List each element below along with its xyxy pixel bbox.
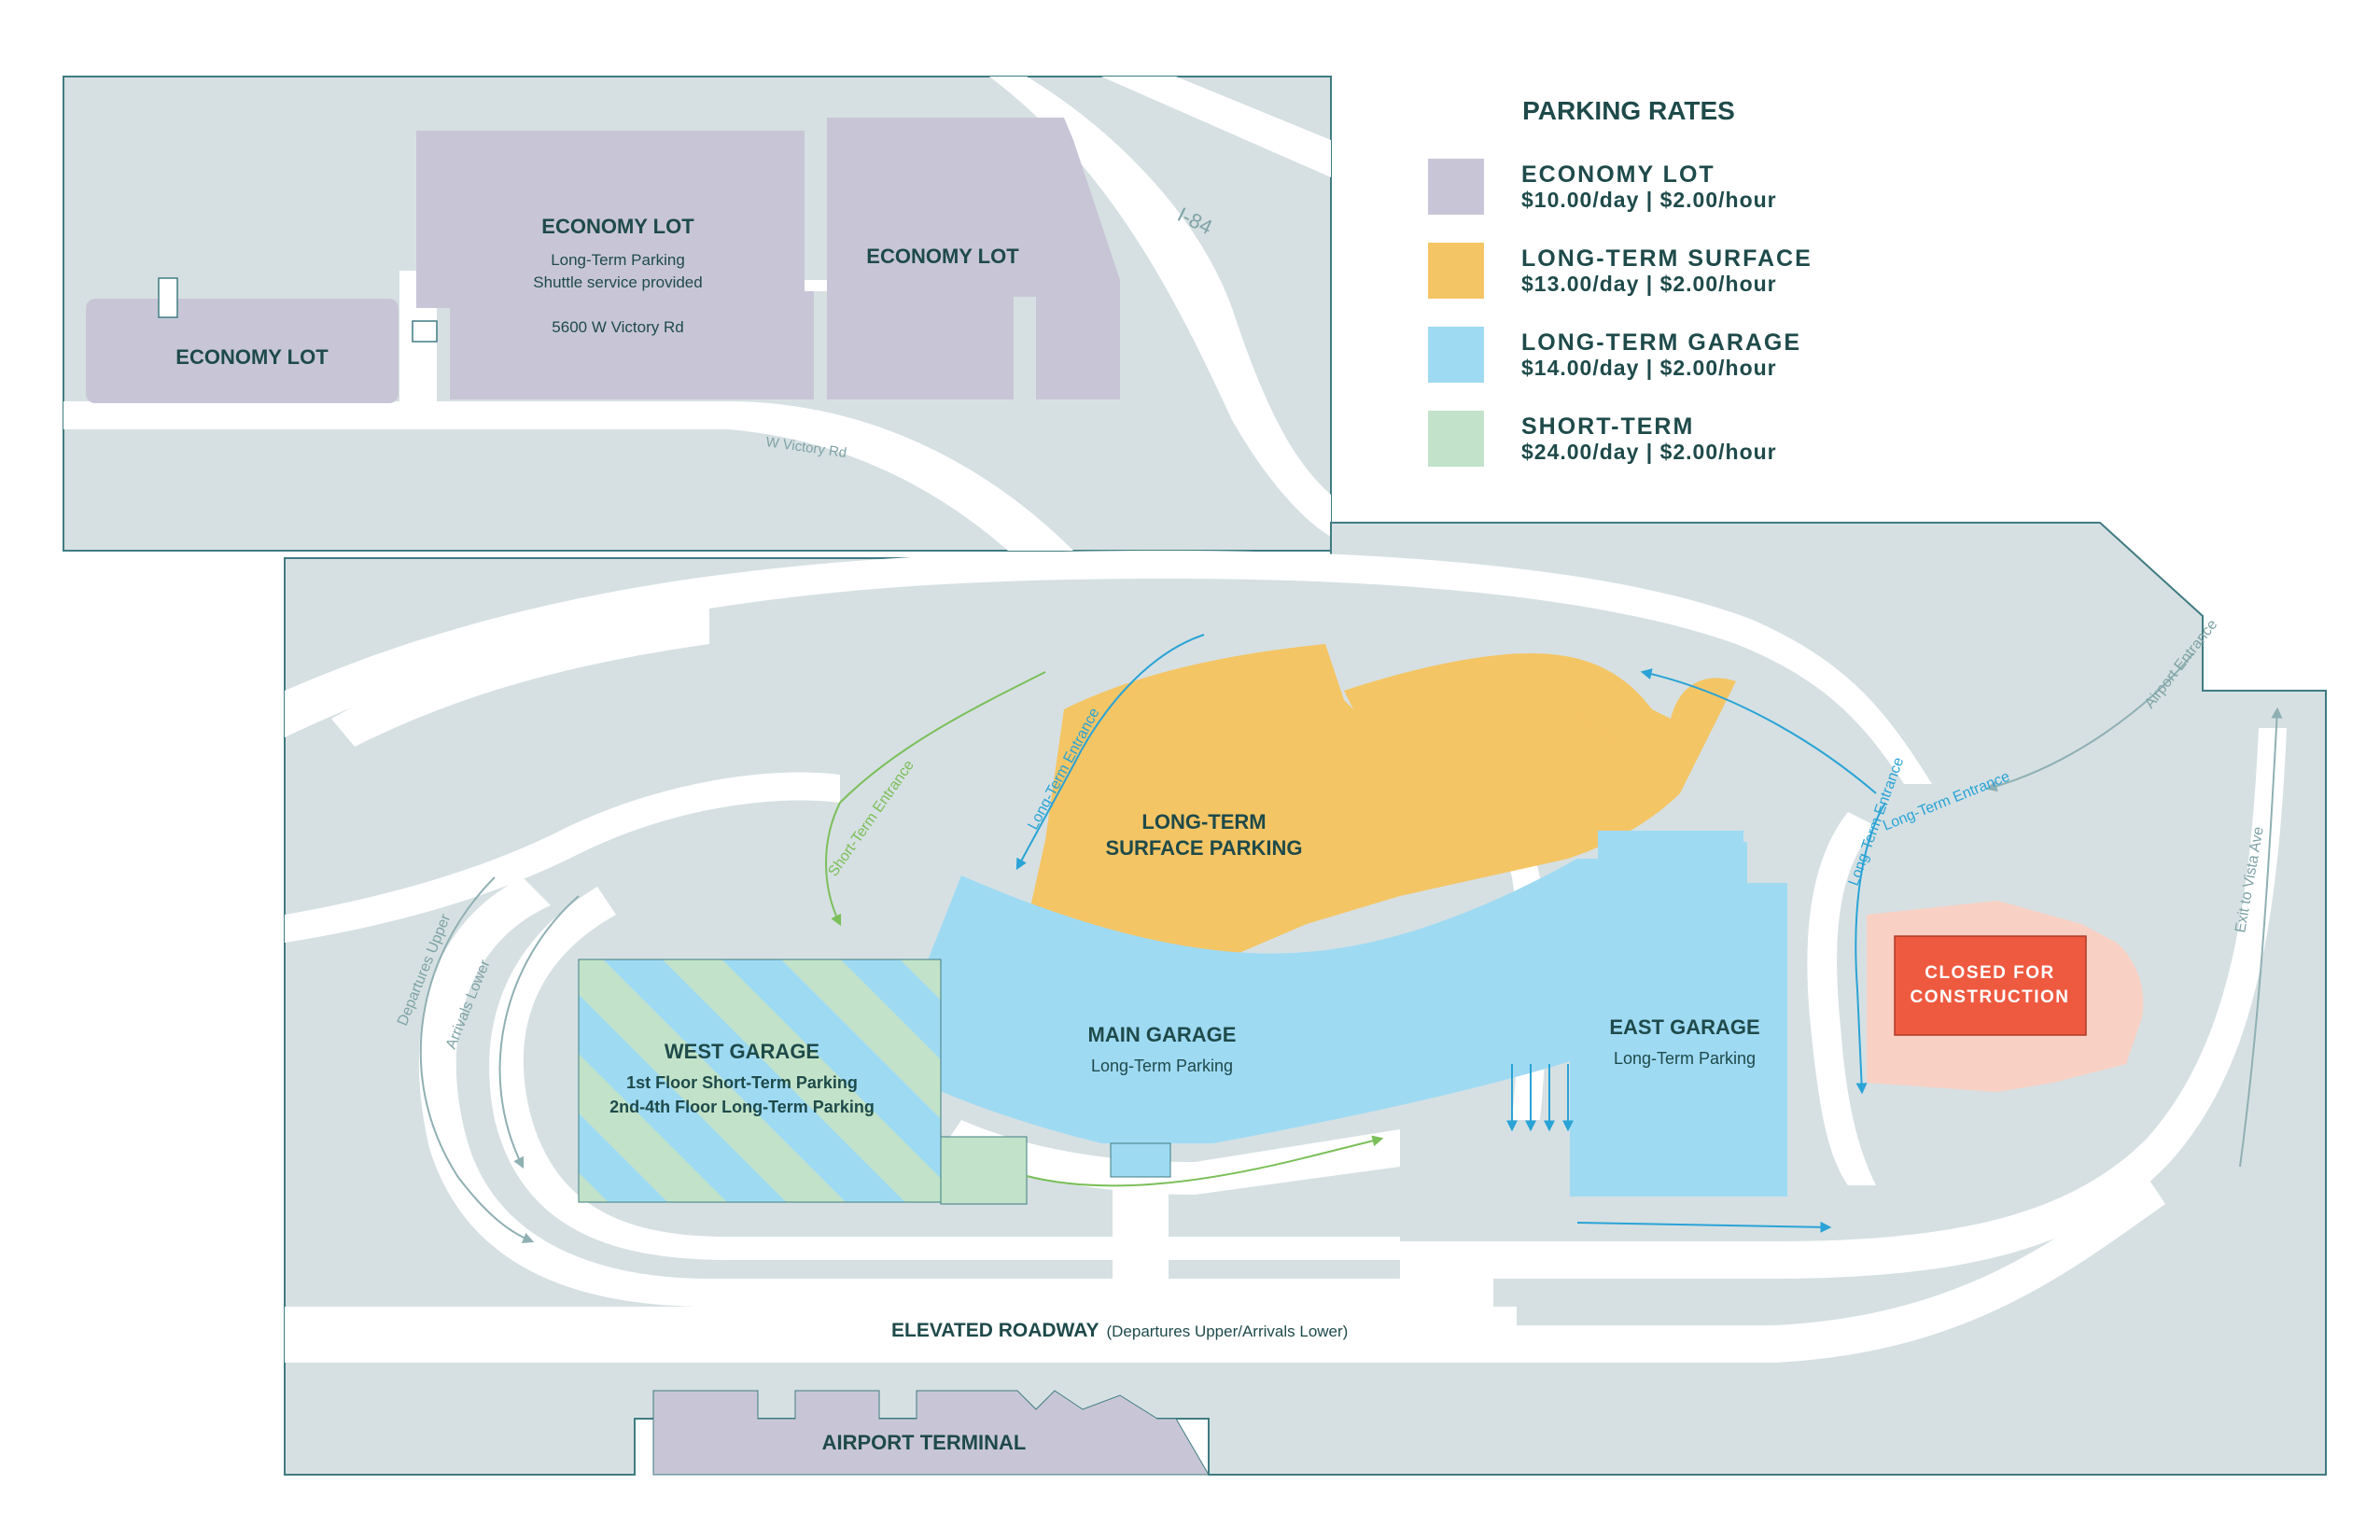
elevated-roadway-title: ELEVATED ROADWAY (Departures Upper/Arriva… xyxy=(891,1320,1348,1341)
legend-short-term-rate: $24.00/day | $2.00/hour xyxy=(1521,440,1777,464)
legend-swatch-short-term xyxy=(1428,411,1484,467)
economy-lot-east xyxy=(827,118,1120,399)
arrow-departures-upper xyxy=(419,876,535,1244)
west-garage-line1: 1st Floor Short-Term Parking xyxy=(626,1073,858,1092)
economy-inset: ECONOMY LOT ECONOMY LOT Long-Term Parkin… xyxy=(63,76,1332,552)
closed-label-line2: CONSTRUCTION xyxy=(1910,987,2069,1007)
airport-terminal-label: AIRPORT TERMINAL xyxy=(822,1431,1027,1454)
legend-economy-rate: $10.00/day | $2.00/hour xyxy=(1521,188,1777,212)
economy-lot-center-line1: Long-Term Parking xyxy=(551,251,685,269)
legend-title: PARKING RATES xyxy=(1522,96,1735,125)
legend-swatch-garage xyxy=(1428,327,1484,383)
arrow-arrivals-lower xyxy=(498,895,580,1169)
main-garage-sub: Long-Term Parking xyxy=(1091,1057,1233,1075)
main-garage xyxy=(887,859,1689,1143)
i84-road xyxy=(1101,77,1331,177)
short-term-lot xyxy=(940,1136,1028,1205)
elevated-roadway-sub: (Departures Upper/Arrivals Lower) xyxy=(1106,1323,1348,1340)
west-garage xyxy=(578,959,942,1203)
inset-building-1 xyxy=(158,277,178,318)
south-approach-road xyxy=(1493,1176,2165,1363)
west-garage-line2: 2nd-4th Floor Long-Term Parking xyxy=(609,1098,875,1116)
legend-economy-name: ECONOMY LOT xyxy=(1521,161,1715,188)
legend-garage-name: LONG-TERM GARAGE xyxy=(1521,329,1801,356)
east-loop-road xyxy=(1807,812,1876,1185)
economy-lot-center-title: ECONOMY LOT xyxy=(541,215,694,238)
east-garage-sub: Long-Term Parking xyxy=(1614,1049,1756,1068)
aisle-center xyxy=(805,280,827,291)
short-term-drive xyxy=(943,1120,1400,1195)
main-map: LONG-TERM SURFACE PARKING MAIN GARAGE Lo… xyxy=(284,522,2327,1476)
elevated-roadway xyxy=(285,1307,1517,1363)
arrow-outer-loop xyxy=(1640,668,1877,794)
surface-label-line1: LONG-TERM xyxy=(1141,810,1266,833)
curve-road xyxy=(952,77,1331,537)
arrow-long-term-entrance-3 xyxy=(1855,802,1886,1095)
surface-parking-east xyxy=(1456,677,1624,804)
arrow-exit-vista xyxy=(2239,707,2283,1168)
traffic-arrows xyxy=(419,634,2283,1244)
airport-terminal xyxy=(652,1390,1210,1476)
closed-label-line1: CLOSED FOR xyxy=(1925,963,2055,983)
legend-swatch-economy xyxy=(1428,159,1484,215)
economy-lot-east-label: ECONOMY LOT xyxy=(866,245,1019,268)
closed-badge xyxy=(1894,935,2087,1036)
economy-lot-west xyxy=(86,299,399,403)
surface-label-line2: SURFACE PARKING xyxy=(1105,836,1302,860)
legend-surface-name: LONG-TERM SURFACE xyxy=(1521,245,1813,272)
arrivals-loop xyxy=(489,887,1400,1260)
arrow-east-lot-exit xyxy=(1576,1221,1832,1233)
legend-swatch-surface xyxy=(1428,243,1484,299)
departures-loop xyxy=(418,877,1493,1307)
legend-short-term-name: SHORT-TERM xyxy=(1521,413,1694,440)
arrow-short-term-entrance xyxy=(825,671,1046,927)
west-garage-title: WEST GARAGE xyxy=(665,1040,819,1063)
main-garage-title: MAIN GARAGE xyxy=(1088,1023,1237,1046)
east-garage xyxy=(1570,831,1787,1197)
economy-lot-center xyxy=(416,131,814,399)
arrow-long-term-entrance-1 xyxy=(1015,634,1205,871)
economy-lot-center-line2: Shuttle service provided xyxy=(533,273,702,291)
victory-road xyxy=(63,401,1073,551)
left-connector-road xyxy=(285,772,840,943)
economy-lot-west-label: ECONOMY LOT xyxy=(175,345,329,369)
economy-lot-center-address: 5600 W Victory Rd xyxy=(552,318,683,336)
legend-garage-rate: $14.00/day | $2.00/hour xyxy=(1521,356,1777,380)
east-garage-title: EAST GARAGE xyxy=(1609,1015,1759,1039)
legend: PARKING RATES ECONOMY LOT $10.00/day | $… xyxy=(1428,96,1813,467)
arrow-airport-entrance xyxy=(1985,652,2194,792)
inset-building-2 xyxy=(412,320,438,343)
elevated-roadway-title-text: ELEVATED ROADWAY xyxy=(891,1320,1099,1341)
legend-surface-rate: $13.00/day | $2.00/hour xyxy=(1521,272,1777,296)
left-diagonal-road xyxy=(331,607,709,747)
arrow-short-term-drive xyxy=(1026,1135,1384,1187)
main-garage-entrance xyxy=(1110,1142,1171,1178)
